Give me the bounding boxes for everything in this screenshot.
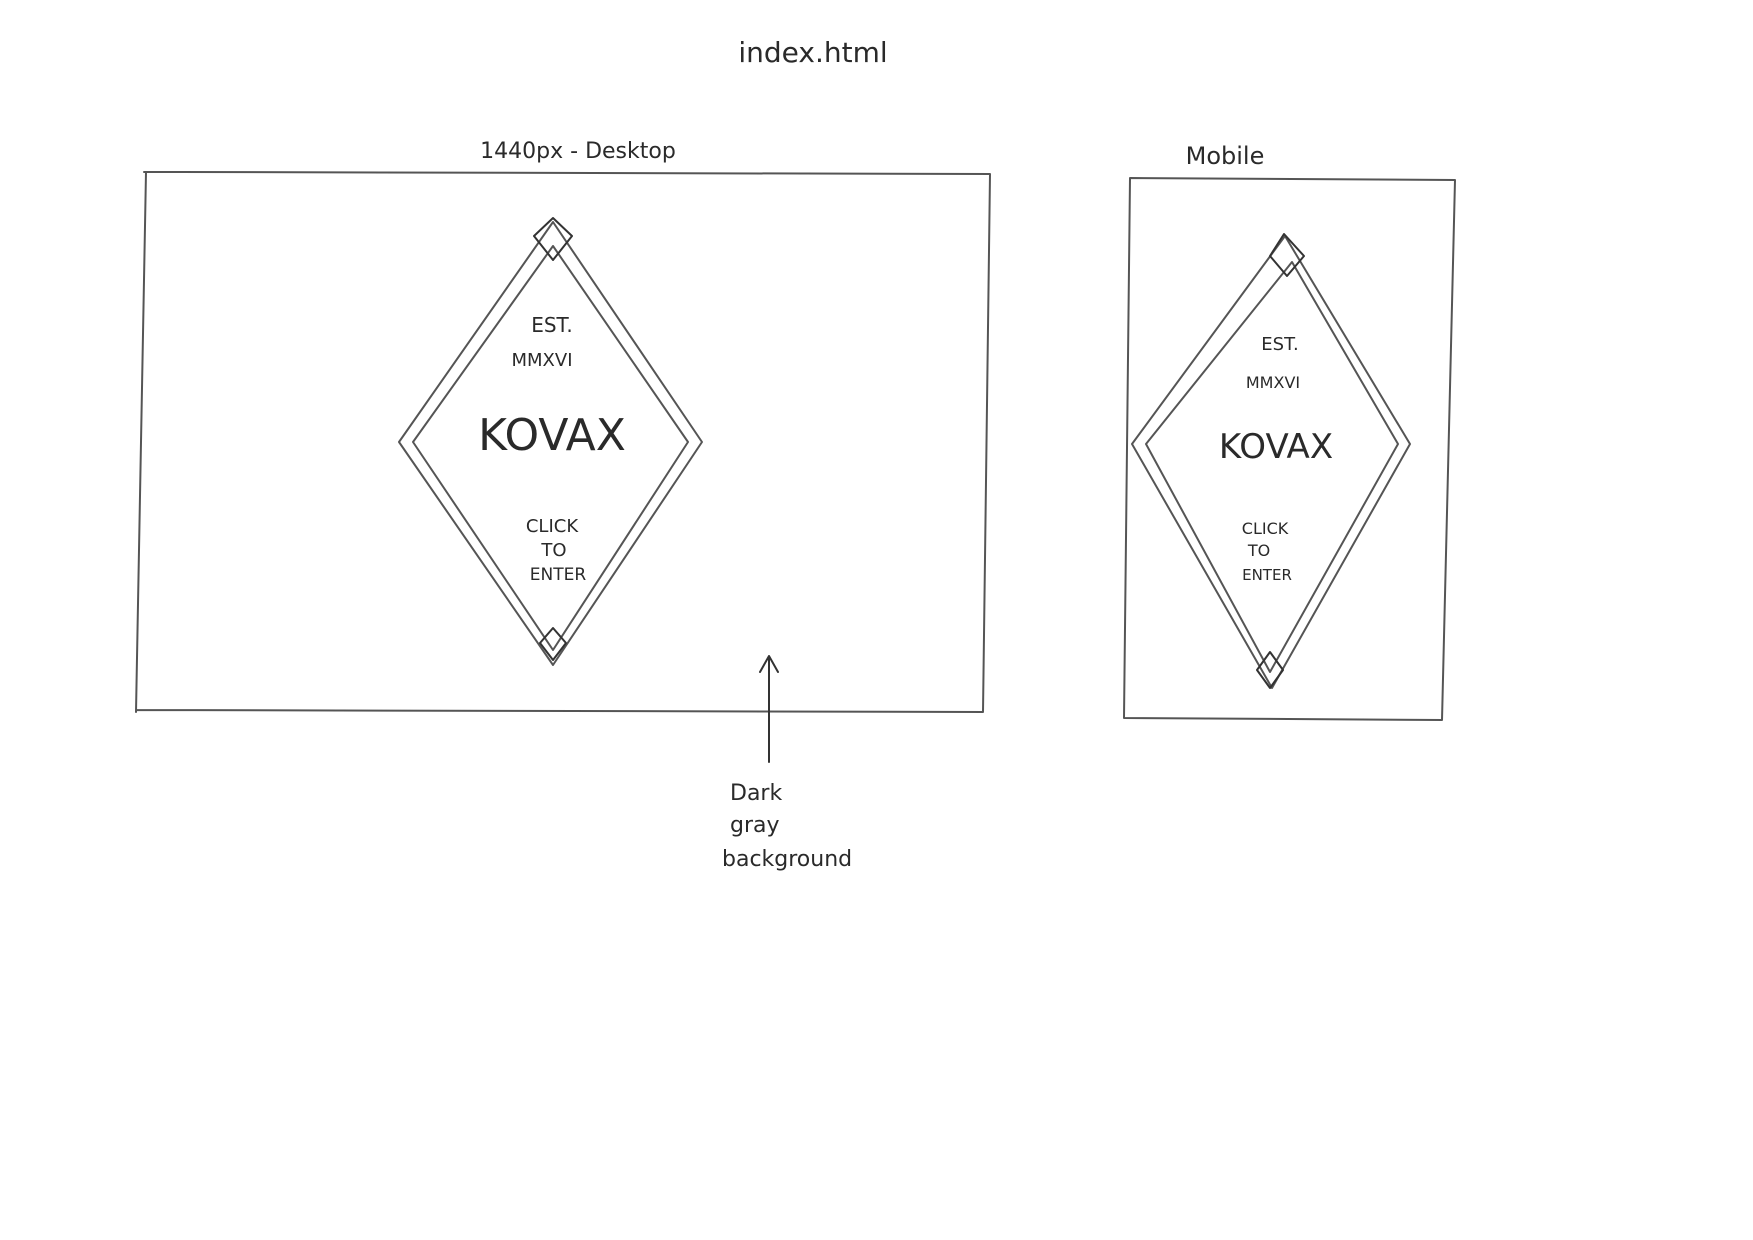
- desktop-enter-link[interactable]: CLICK TO ENTER: [526, 516, 587, 585]
- annotation-line1: Dark: [730, 781, 782, 806]
- desktop-year-text: MMXVI: [511, 350, 572, 371]
- mobile-frame: [1123, 177, 1456, 721]
- mobile-bottom-ornament-icon: [1256, 651, 1284, 689]
- mobile-top-ornament-icon: [1269, 233, 1305, 277]
- desktop-diamond-badge: [398, 217, 703, 666]
- mobile-cta-line1: CLICK: [1242, 519, 1289, 538]
- page-title: index.html: [738, 36, 887, 69]
- bottom-ornament-icon: [539, 627, 567, 661]
- desktop-est-text: EST.: [531, 313, 573, 337]
- desktop-frame: [135, 171, 991, 713]
- arrow-up-icon: [759, 655, 779, 763]
- mobile-cta-line2: TO: [1247, 541, 1270, 560]
- mobile-cta-line3: ENTER: [1242, 566, 1292, 584]
- desktop-cta-line1: CLICK: [526, 516, 579, 537]
- annotation-line2: gray: [730, 813, 780, 838]
- mobile-enter-link[interactable]: CLICK TO ENTER: [1242, 519, 1292, 584]
- desktop-cta-line3: ENTER: [530, 565, 587, 585]
- mobile-diamond-badge: [1131, 233, 1411, 689]
- mobile-brand-title: KOVAX: [1219, 427, 1333, 467]
- desktop-wireframe: 1440px - Desktop EST. MMXVI KOVAX CLICK …: [135, 139, 991, 713]
- desktop-brand-title: KOVAX: [478, 410, 626, 461]
- desktop-label: 1440px - Desktop: [480, 139, 676, 164]
- mobile-label: Mobile: [1186, 142, 1265, 170]
- mobile-est-text: EST.: [1261, 334, 1298, 355]
- background-annotation: Dark gray background: [722, 655, 852, 872]
- annotation-line3: background: [722, 847, 852, 872]
- mobile-wireframe: Mobile EST. MMXVI KOVAX CLICK TO ENTER: [1123, 142, 1456, 721]
- top-ornament-icon: [533, 217, 573, 261]
- desktop-cta-line2: TO: [540, 540, 566, 561]
- mobile-year-text: MMXVI: [1246, 373, 1300, 392]
